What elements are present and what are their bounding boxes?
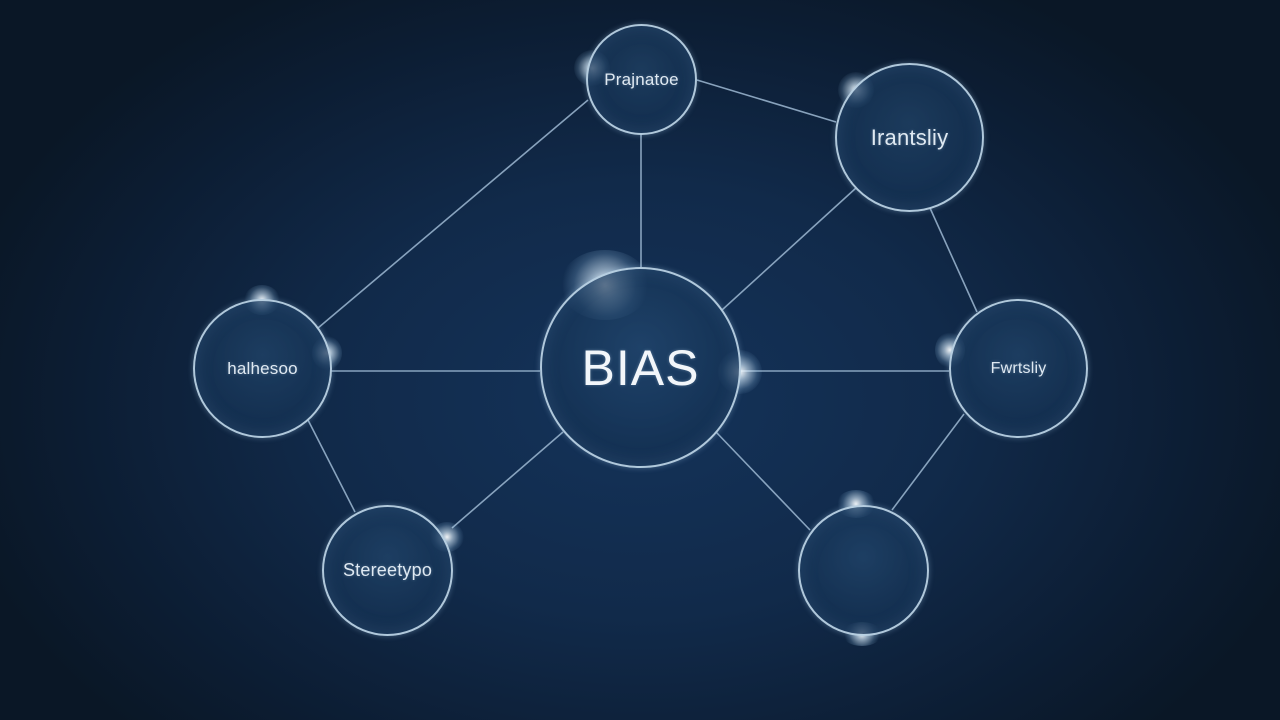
node-left: halhesoo <box>193 299 332 438</box>
edge-left-bottom-left <box>307 419 356 513</box>
node-bias: BIAS <box>540 267 741 468</box>
node-label: BIAS <box>581 339 700 396</box>
node-label: halhesoo <box>227 358 298 378</box>
node-right: Fwrtsliy <box>949 299 1088 438</box>
node-top: Prajnatoe <box>586 24 697 135</box>
edge-bias-bottom-right <box>715 431 811 531</box>
node-label: Stereetypo <box>342 560 433 580</box>
node-label: Prajnatoe <box>604 69 679 89</box>
node-bottom-right <box>798 505 929 636</box>
node-label: Fwrtsliy <box>990 359 1047 377</box>
node-top-right: Irantsliy <box>835 63 984 212</box>
edge-top-top-right <box>696 79 837 123</box>
edge-bias-bottom-left <box>451 431 564 529</box>
edge-top-left <box>317 99 589 329</box>
node-bottom-left: Stereetypo <box>322 505 453 636</box>
edge-top-right-right <box>929 207 978 313</box>
node-label: Irantsliy <box>870 124 949 150</box>
edge-bias-top-right <box>721 187 857 311</box>
edge-right-bottom-right <box>891 413 965 511</box>
